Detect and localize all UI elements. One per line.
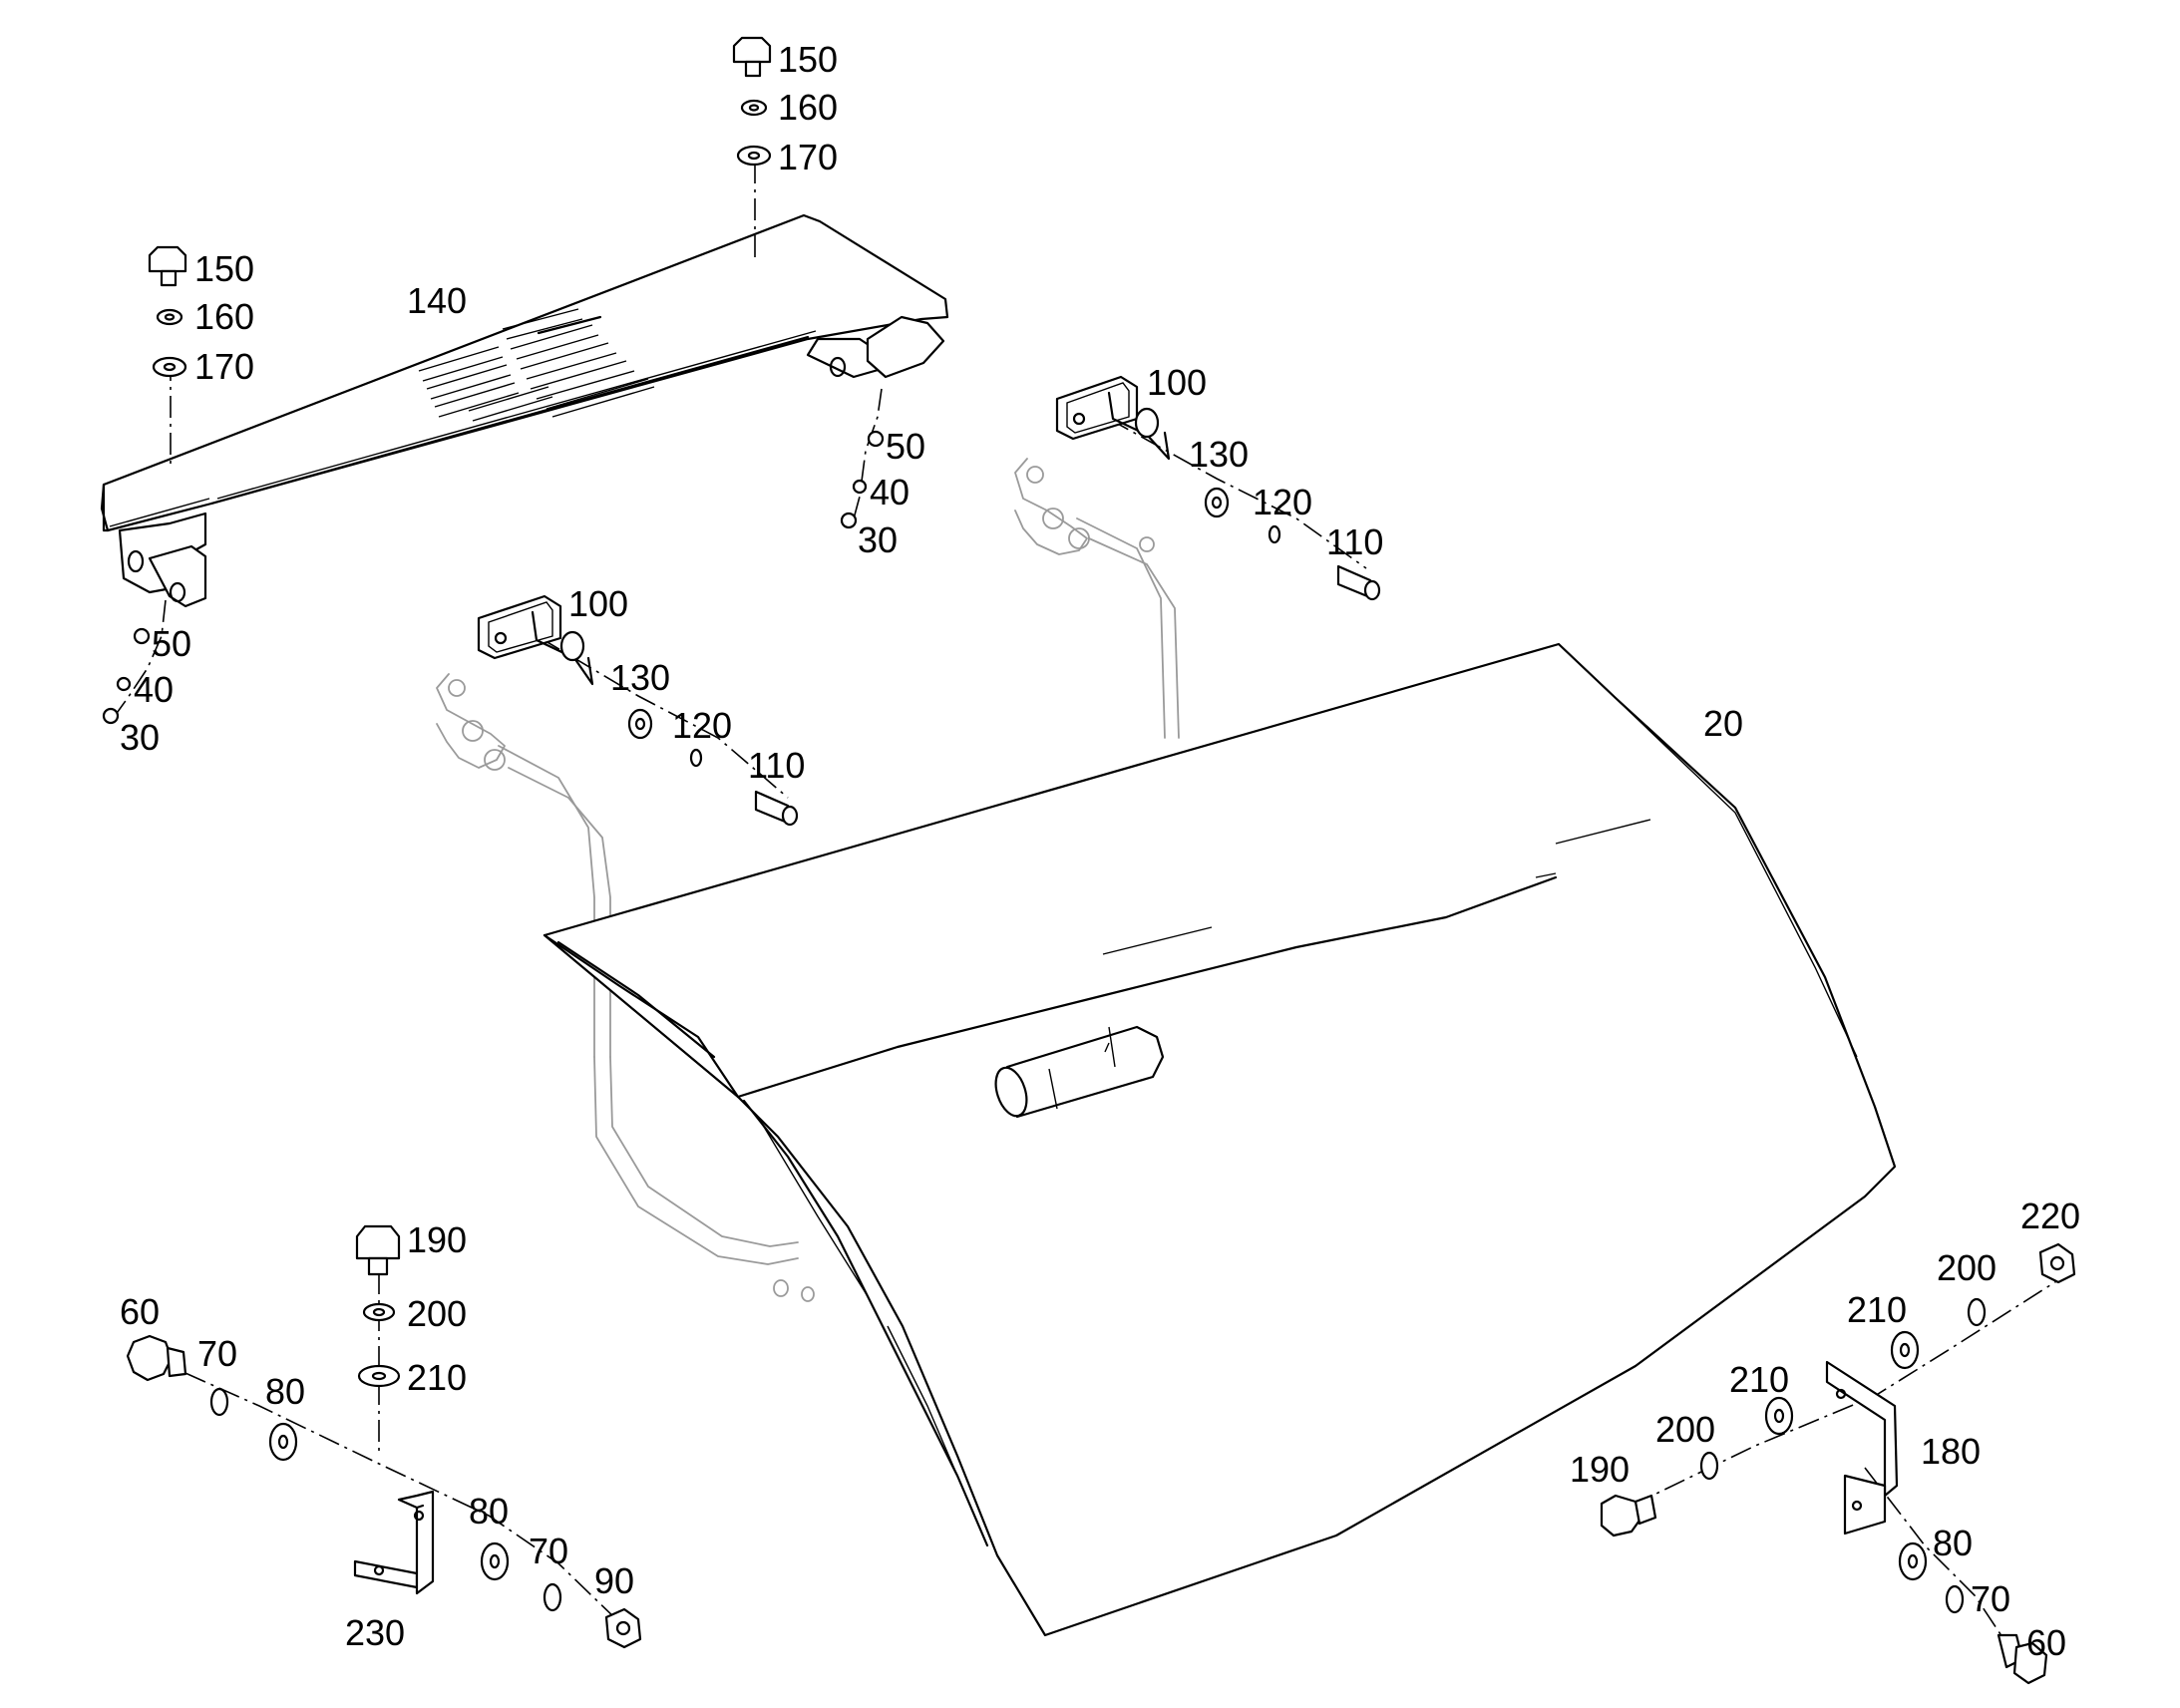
callout-130-left: 130 (610, 657, 670, 698)
callout-30-right: 30 (858, 519, 898, 560)
hardware-bottom-right (1600, 1242, 2076, 1685)
callout-210-right-top: 210 (1847, 1289, 1907, 1330)
louver-slots (418, 308, 655, 422)
callout-80-right: 80 (1933, 1523, 1973, 1563)
nut-stack-left (102, 627, 151, 725)
vent-cover (100, 213, 949, 608)
callout-190-left: 190 (407, 1219, 467, 1260)
callout-100-left: 100 (568, 583, 628, 624)
callout-170-left: 170 (194, 346, 254, 387)
callout-200-right-top: 200 (1937, 1247, 1997, 1288)
callout-110-left: 110 (748, 745, 805, 786)
fastener-stack-left (148, 245, 187, 378)
nut-stack-right (840, 430, 885, 529)
callout-100-right: 100 (1147, 362, 1207, 403)
callout-80-left: 80 (265, 1371, 305, 1412)
callout-120-right: 120 (1253, 482, 1312, 522)
callout-130-right: 130 (1189, 434, 1249, 475)
callout-170-center: 170 (778, 137, 838, 177)
callout-200-left: 200 (407, 1293, 467, 1334)
callout-50-left: 50 (152, 623, 191, 664)
callout-150-center: 150 (778, 39, 838, 80)
callout-60-left: 60 (120, 1291, 160, 1332)
callout-210-right-low: 210 (1729, 1359, 1789, 1400)
hood-panel (543, 642, 1897, 1637)
callout-90: 90 (594, 1560, 634, 1601)
callout-190-right: 190 (1570, 1449, 1630, 1490)
callout-60-right: 60 (2026, 1622, 2066, 1663)
latch-assembly-right (1055, 375, 1381, 601)
callout-80-bottom: 80 (469, 1491, 509, 1532)
hardware-bottom-left (126, 1224, 642, 1649)
callout-40-right: 40 (870, 472, 909, 512)
right-hinge-arm (1014, 458, 1180, 739)
callout-150-left: 150 (194, 248, 254, 289)
callout-160-center: 160 (778, 87, 838, 128)
callout-40-left: 40 (134, 669, 174, 710)
callout-200-right-low: 200 (1655, 1409, 1715, 1450)
callout-110-right: 110 (1326, 521, 1383, 562)
callout-labels: 150 160 170 150 160 170 140 50 40 30 50 … (120, 39, 2080, 1663)
fastener-stack-center (732, 36, 772, 167)
callout-160-left: 160 (194, 296, 254, 337)
callout-70-bottom: 70 (529, 1531, 568, 1571)
callout-70-right: 70 (1971, 1578, 2010, 1619)
callout-140: 140 (407, 280, 467, 321)
callout-30-left: 30 (120, 717, 160, 758)
callout-50-right: 50 (886, 426, 925, 467)
callout-70-left: 70 (197, 1333, 237, 1374)
callout-120-left: 120 (672, 705, 732, 746)
callout-20: 20 (1703, 703, 1743, 744)
callout-180: 180 (1921, 1431, 1981, 1472)
callout-230: 230 (345, 1612, 405, 1653)
callout-220: 220 (2020, 1196, 2080, 1236)
latch-assembly-left (477, 594, 799, 827)
callout-210-left: 210 (407, 1357, 467, 1398)
